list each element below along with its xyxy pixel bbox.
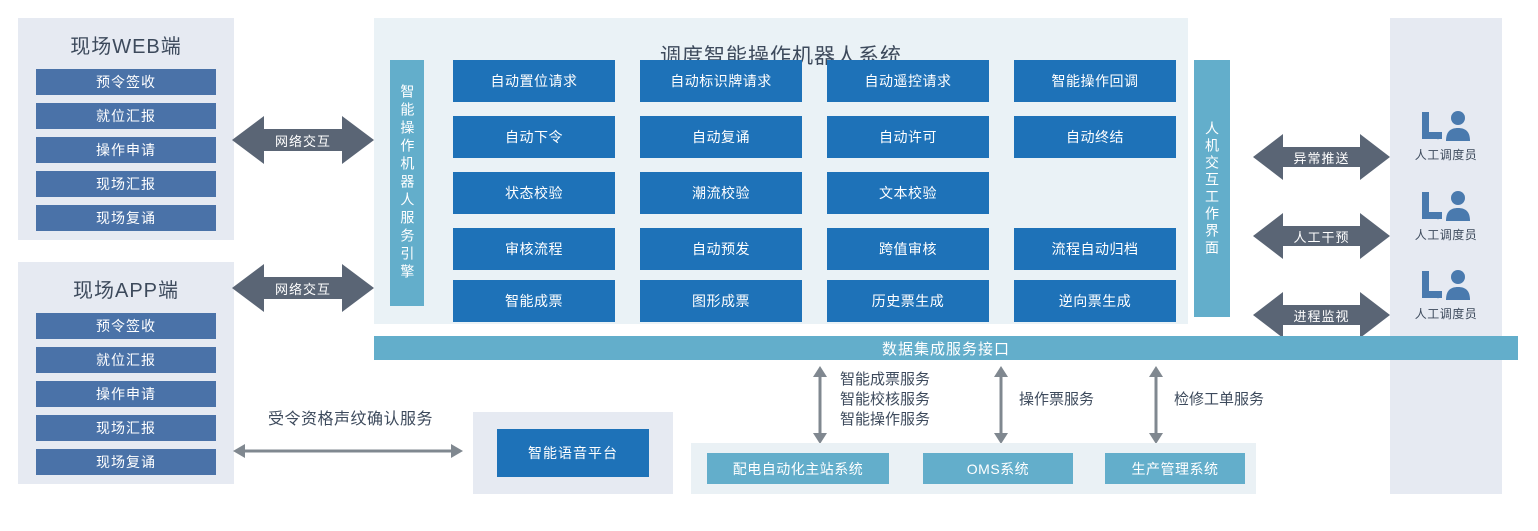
web-item-4[interactable]: 现场复诵 (36, 205, 216, 231)
function-box-9[interactable]: 潮流校验 (640, 172, 802, 214)
voice-platform-box[interactable]: 智能语音平台 (497, 429, 649, 477)
hmi-arrow-intervention: 人工干预 (1253, 211, 1390, 261)
function-box-7[interactable]: 自动终结 (1014, 116, 1176, 158)
app-item-1[interactable]: 就位汇报 (36, 347, 216, 373)
panel-web-client: 现场WEB端 预令签收 就位汇报 操作申请 现场汇报 现场复诵 (18, 18, 234, 240)
function-box-6[interactable]: 自动许可 (827, 116, 989, 158)
service-label-0-line-0: 智能成票服务 (840, 371, 931, 388)
hmi-arrow-exception-label: 异常推送 (1293, 150, 1350, 166)
external-system-1[interactable]: OMS系统 (923, 453, 1073, 484)
panel-web-client-title: 现场WEB端 (70, 36, 182, 58)
service-engine-bar: 智能操作机器人服务引擎 (390, 60, 424, 306)
network-arrow-web: 网络交互 (232, 114, 374, 166)
service-label-2-line-0: 检修工单服务 (1174, 391, 1265, 408)
external-system-2[interactable]: 生产管理系统 (1105, 453, 1245, 484)
hmi-arrow-intervention-label: 人工干预 (1293, 229, 1350, 245)
service-label-2: 检修工单服务 (1174, 390, 1264, 410)
function-box-2[interactable]: 自动遥控请求 (827, 60, 989, 102)
double-arrow-icon (1253, 134, 1390, 180)
function-box-4[interactable]: 自动下令 (453, 116, 615, 158)
function-box-0[interactable]: 自动置位请求 (453, 60, 615, 102)
external-system-0[interactable]: 配电自动化主站系统 (707, 453, 889, 484)
robot-system-container: 调度智能操作机器人系统 智能操作机器人服务引擎 自动置位请求 自动标识牌请求 自… (374, 18, 1188, 324)
hmi-arrow-exception: 异常推送 (1253, 132, 1390, 182)
function-box-10[interactable]: 文本校验 (827, 172, 989, 214)
operator-icon (1422, 191, 1470, 221)
double-arrow-icon (1253, 292, 1390, 338)
double-arrow-icon (232, 264, 374, 312)
panel-app-client: 现场APP端 预令签收 就位汇报 操作申请 现场汇报 现场复诵 (18, 262, 234, 484)
hmi-arrow-monitor: 进程监视 (1253, 290, 1390, 340)
function-box-11[interactable]: 审核流程 (453, 228, 615, 270)
operator-1-label: 人工调度员 (1414, 228, 1478, 242)
app-item-0[interactable]: 预令签收 (36, 313, 216, 339)
function-box-12[interactable]: 自动预发 (640, 228, 802, 270)
panel-app-client-title: 现场APP端 (72, 280, 180, 302)
function-box-1[interactable]: 自动标识牌请求 (640, 60, 802, 102)
service-label-0-line-1: 智能校核服务 (840, 391, 931, 408)
panel-external-systems: 配电自动化主站系统 OMS系统 生产管理系统 (691, 443, 1256, 494)
function-box-8[interactable]: 状态校验 (453, 172, 615, 214)
service-label-1-line-0: 操作票服务 (1019, 391, 1095, 408)
panel-voice-platform: 智能语音平台 (473, 412, 673, 494)
hmi-arrow-monitor-label: 进程监视 (1293, 308, 1350, 324)
service-label-0-line-2: 智能操作服务 (840, 411, 931, 428)
double-arrow-icon (1253, 213, 1390, 259)
web-item-2[interactable]: 操作申请 (36, 137, 216, 163)
voice-service-arrow (233, 444, 463, 458)
web-item-1[interactable]: 就位汇报 (36, 103, 216, 129)
operator-2: 人工调度员 (1390, 269, 1502, 322)
network-arrow-app: 网络交互 (232, 262, 374, 314)
service-arrow-1 (994, 366, 1008, 444)
service-arrow-2 (1149, 366, 1163, 444)
app-item-3[interactable]: 现场汇报 (36, 415, 216, 441)
operator-0: 人工调度员 (1390, 110, 1502, 163)
function-box-3[interactable]: 智能操作回调 (1014, 60, 1176, 102)
network-arrow-web-label: 网络交互 (274, 133, 331, 149)
service-label-1: 操作票服务 (1019, 390, 1094, 410)
hmi-interface-bar: 人机交互工作界面 (1194, 60, 1230, 317)
panel-operators (1390, 18, 1502, 494)
double-arrow-icon (232, 116, 374, 164)
web-item-3[interactable]: 现场汇报 (36, 171, 216, 197)
operator-icon (1422, 111, 1470, 141)
function-box-17[interactable]: 历史票生成 (827, 280, 989, 322)
operator-1: 人工调度员 (1390, 190, 1502, 243)
app-item-2[interactable]: 操作申请 (36, 381, 216, 407)
operator-2-label: 人工调度员 (1414, 307, 1478, 321)
function-box-16[interactable]: 图形成票 (640, 280, 802, 322)
function-box-5[interactable]: 自动复诵 (640, 116, 802, 158)
web-item-0[interactable]: 预令签收 (36, 69, 216, 95)
function-box-15[interactable]: 智能成票 (453, 280, 615, 322)
network-arrow-app-label: 网络交互 (274, 281, 331, 297)
function-box-18[interactable]: 逆向票生成 (1014, 280, 1176, 322)
service-label-0: 智能成票服务 智能校核服务 智能操作服务 (840, 370, 930, 430)
data-integration-bar: 数据集成服务接口 (374, 336, 1518, 360)
operator-icon (1422, 270, 1470, 300)
function-box-13[interactable]: 跨值审核 (827, 228, 989, 270)
operator-0-label: 人工调度员 (1414, 148, 1478, 162)
voice-service-label: 受令资格声纹确认服务 (268, 411, 434, 428)
service-arrow-0 (813, 366, 827, 444)
function-box-14[interactable]: 流程自动归档 (1014, 228, 1176, 270)
app-item-4[interactable]: 现场复诵 (36, 449, 216, 475)
